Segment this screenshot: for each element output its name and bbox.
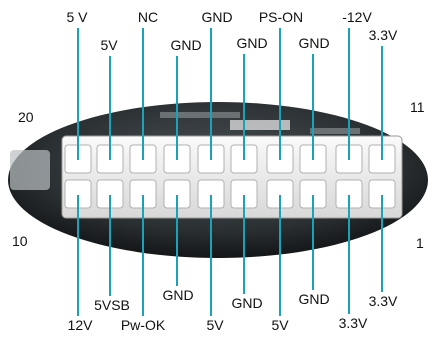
pin-row-bottom <box>64 179 396 209</box>
top-label-1: 5 V <box>66 9 88 25</box>
top-label-8: GND <box>298 35 329 51</box>
top-label-9: -12V <box>342 9 372 25</box>
top-label-3: NC <box>138 9 158 25</box>
atx-connector <box>61 135 403 219</box>
top-label-10: 3.3V <box>369 27 398 43</box>
top-label-7: PS-ON <box>259 9 303 25</box>
bottom-label-4: GND <box>162 287 193 303</box>
bottom-label-1: 12V <box>68 317 94 333</box>
bottom-label-2: 5VSB <box>94 297 130 313</box>
pin-number-10: 10 <box>12 233 28 249</box>
bottom-label-9: 3.3V <box>339 315 368 331</box>
bottom-label-6: GND <box>231 295 262 311</box>
pin-number-1: 1 <box>416 235 424 251</box>
bottom-label-7: 5V <box>271 317 289 333</box>
top-label-5: GND <box>201 9 232 25</box>
pin-number-11: 11 <box>410 99 425 115</box>
pin-number-20: 20 <box>18 109 34 125</box>
bottom-label-8: GND <box>298 291 329 307</box>
bottom-label-3: Pw-OK <box>121 317 166 333</box>
top-label-6: GND <box>236 35 267 51</box>
bottom-label-10: 3.3V <box>369 293 398 309</box>
bottom-label-5: 5V <box>206 317 224 333</box>
top-label-2: 5V <box>100 37 118 53</box>
leader-lines <box>77 28 383 316</box>
top-label-4: GND <box>170 37 201 53</box>
